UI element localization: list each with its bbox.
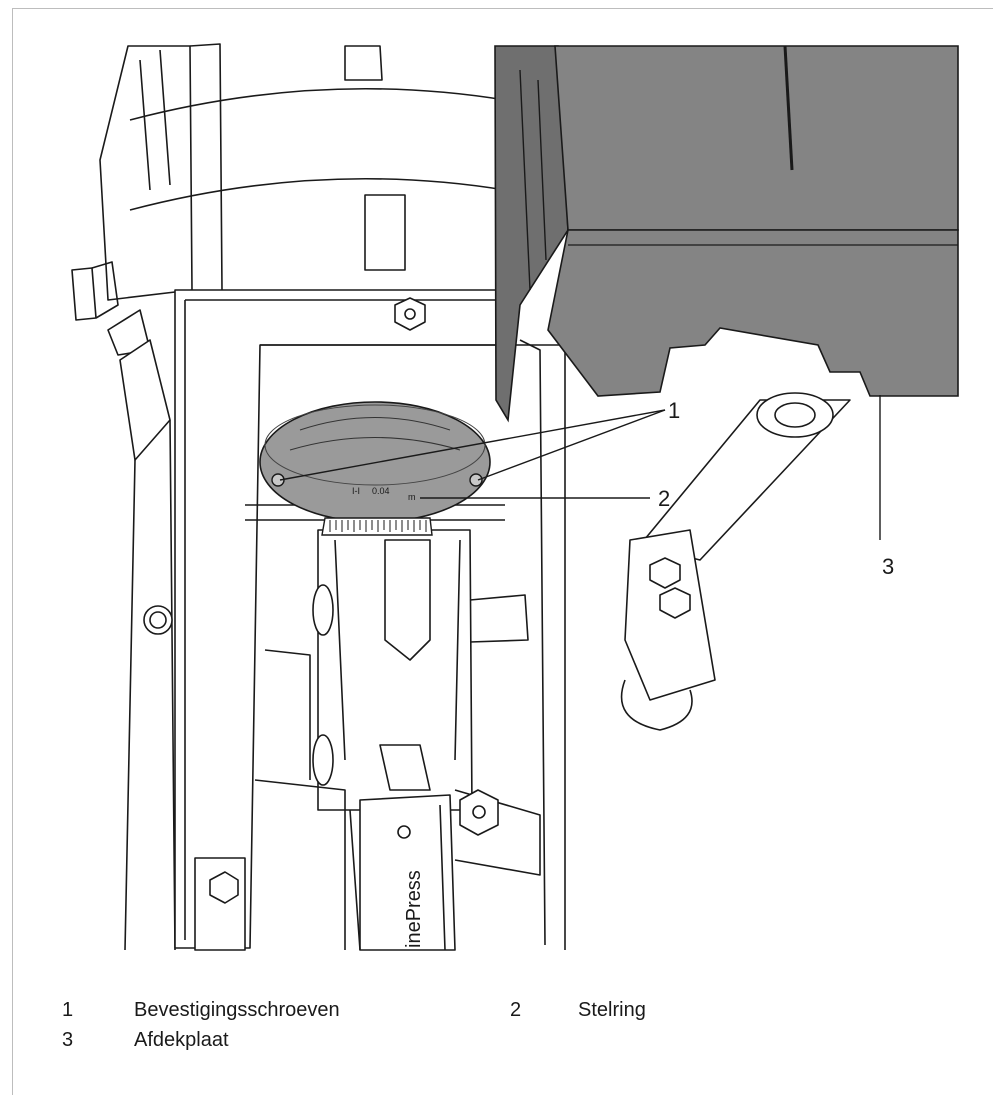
- callout-2: 2: [658, 486, 671, 511]
- technical-illustration: I-I 0.04 m inePress: [71, 43, 959, 951]
- legend-number: 2: [510, 999, 522, 1021]
- scale-mark: I-I: [352, 486, 360, 496]
- callout-1: 1: [668, 398, 681, 423]
- scale-value: 0.04: [372, 486, 390, 496]
- legend-label: Afdekplaat: [134, 1029, 229, 1051]
- legend-number: 1: [62, 999, 74, 1021]
- adjustment-ring: I-I 0.04 m: [259, 401, 491, 536]
- legend-label: Bevestigingsschroeven: [134, 999, 340, 1021]
- legend-number: 3: [62, 1029, 74, 1051]
- callout-3: 3: [882, 554, 895, 579]
- press-body: [349, 789, 541, 951]
- legend-item: 3 Afdekplaat: [0, 1028, 993, 1052]
- frame-left-border: [12, 8, 13, 1095]
- cover-plate: [494, 45, 959, 423]
- brand-label: inePress: [403, 870, 425, 948]
- scale-unit: m: [408, 492, 416, 502]
- central-assembly: [312, 529, 529, 811]
- legend-label: Stelring: [578, 999, 646, 1021]
- machine-column: [71, 43, 506, 951]
- lower-left-block: [194, 649, 346, 951]
- leader-lines: [279, 395, 881, 540]
- legend-item: 1 Bevestigingsschroeven 2 Stelring: [0, 998, 993, 1022]
- top-bolt: [394, 297, 426, 331]
- rod-clamp: [620, 392, 851, 731]
- frame-top-border: [12, 8, 993, 9]
